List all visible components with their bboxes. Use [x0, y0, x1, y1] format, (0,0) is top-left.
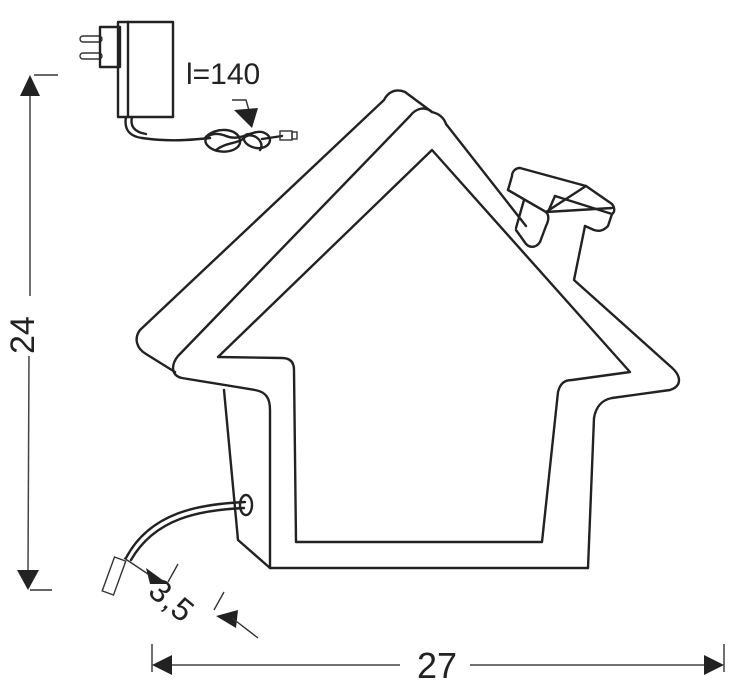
power-adapter-icon — [79, 20, 298, 153]
house-lamp-outline — [135, 89, 681, 570]
width-dimension-line — [151, 644, 725, 675]
depth-dimension-arrows — [123, 557, 259, 639]
width-dimension-label: 27 — [417, 645, 458, 686]
height-dimension-line — [17, 74, 58, 591]
switch-cable-icon — [101, 500, 247, 596]
cable-length-label: l=140 — [186, 58, 261, 91]
cable-length-arrow-icon — [232, 99, 258, 128]
height-dimension-label: 24 — [4, 316, 42, 354]
